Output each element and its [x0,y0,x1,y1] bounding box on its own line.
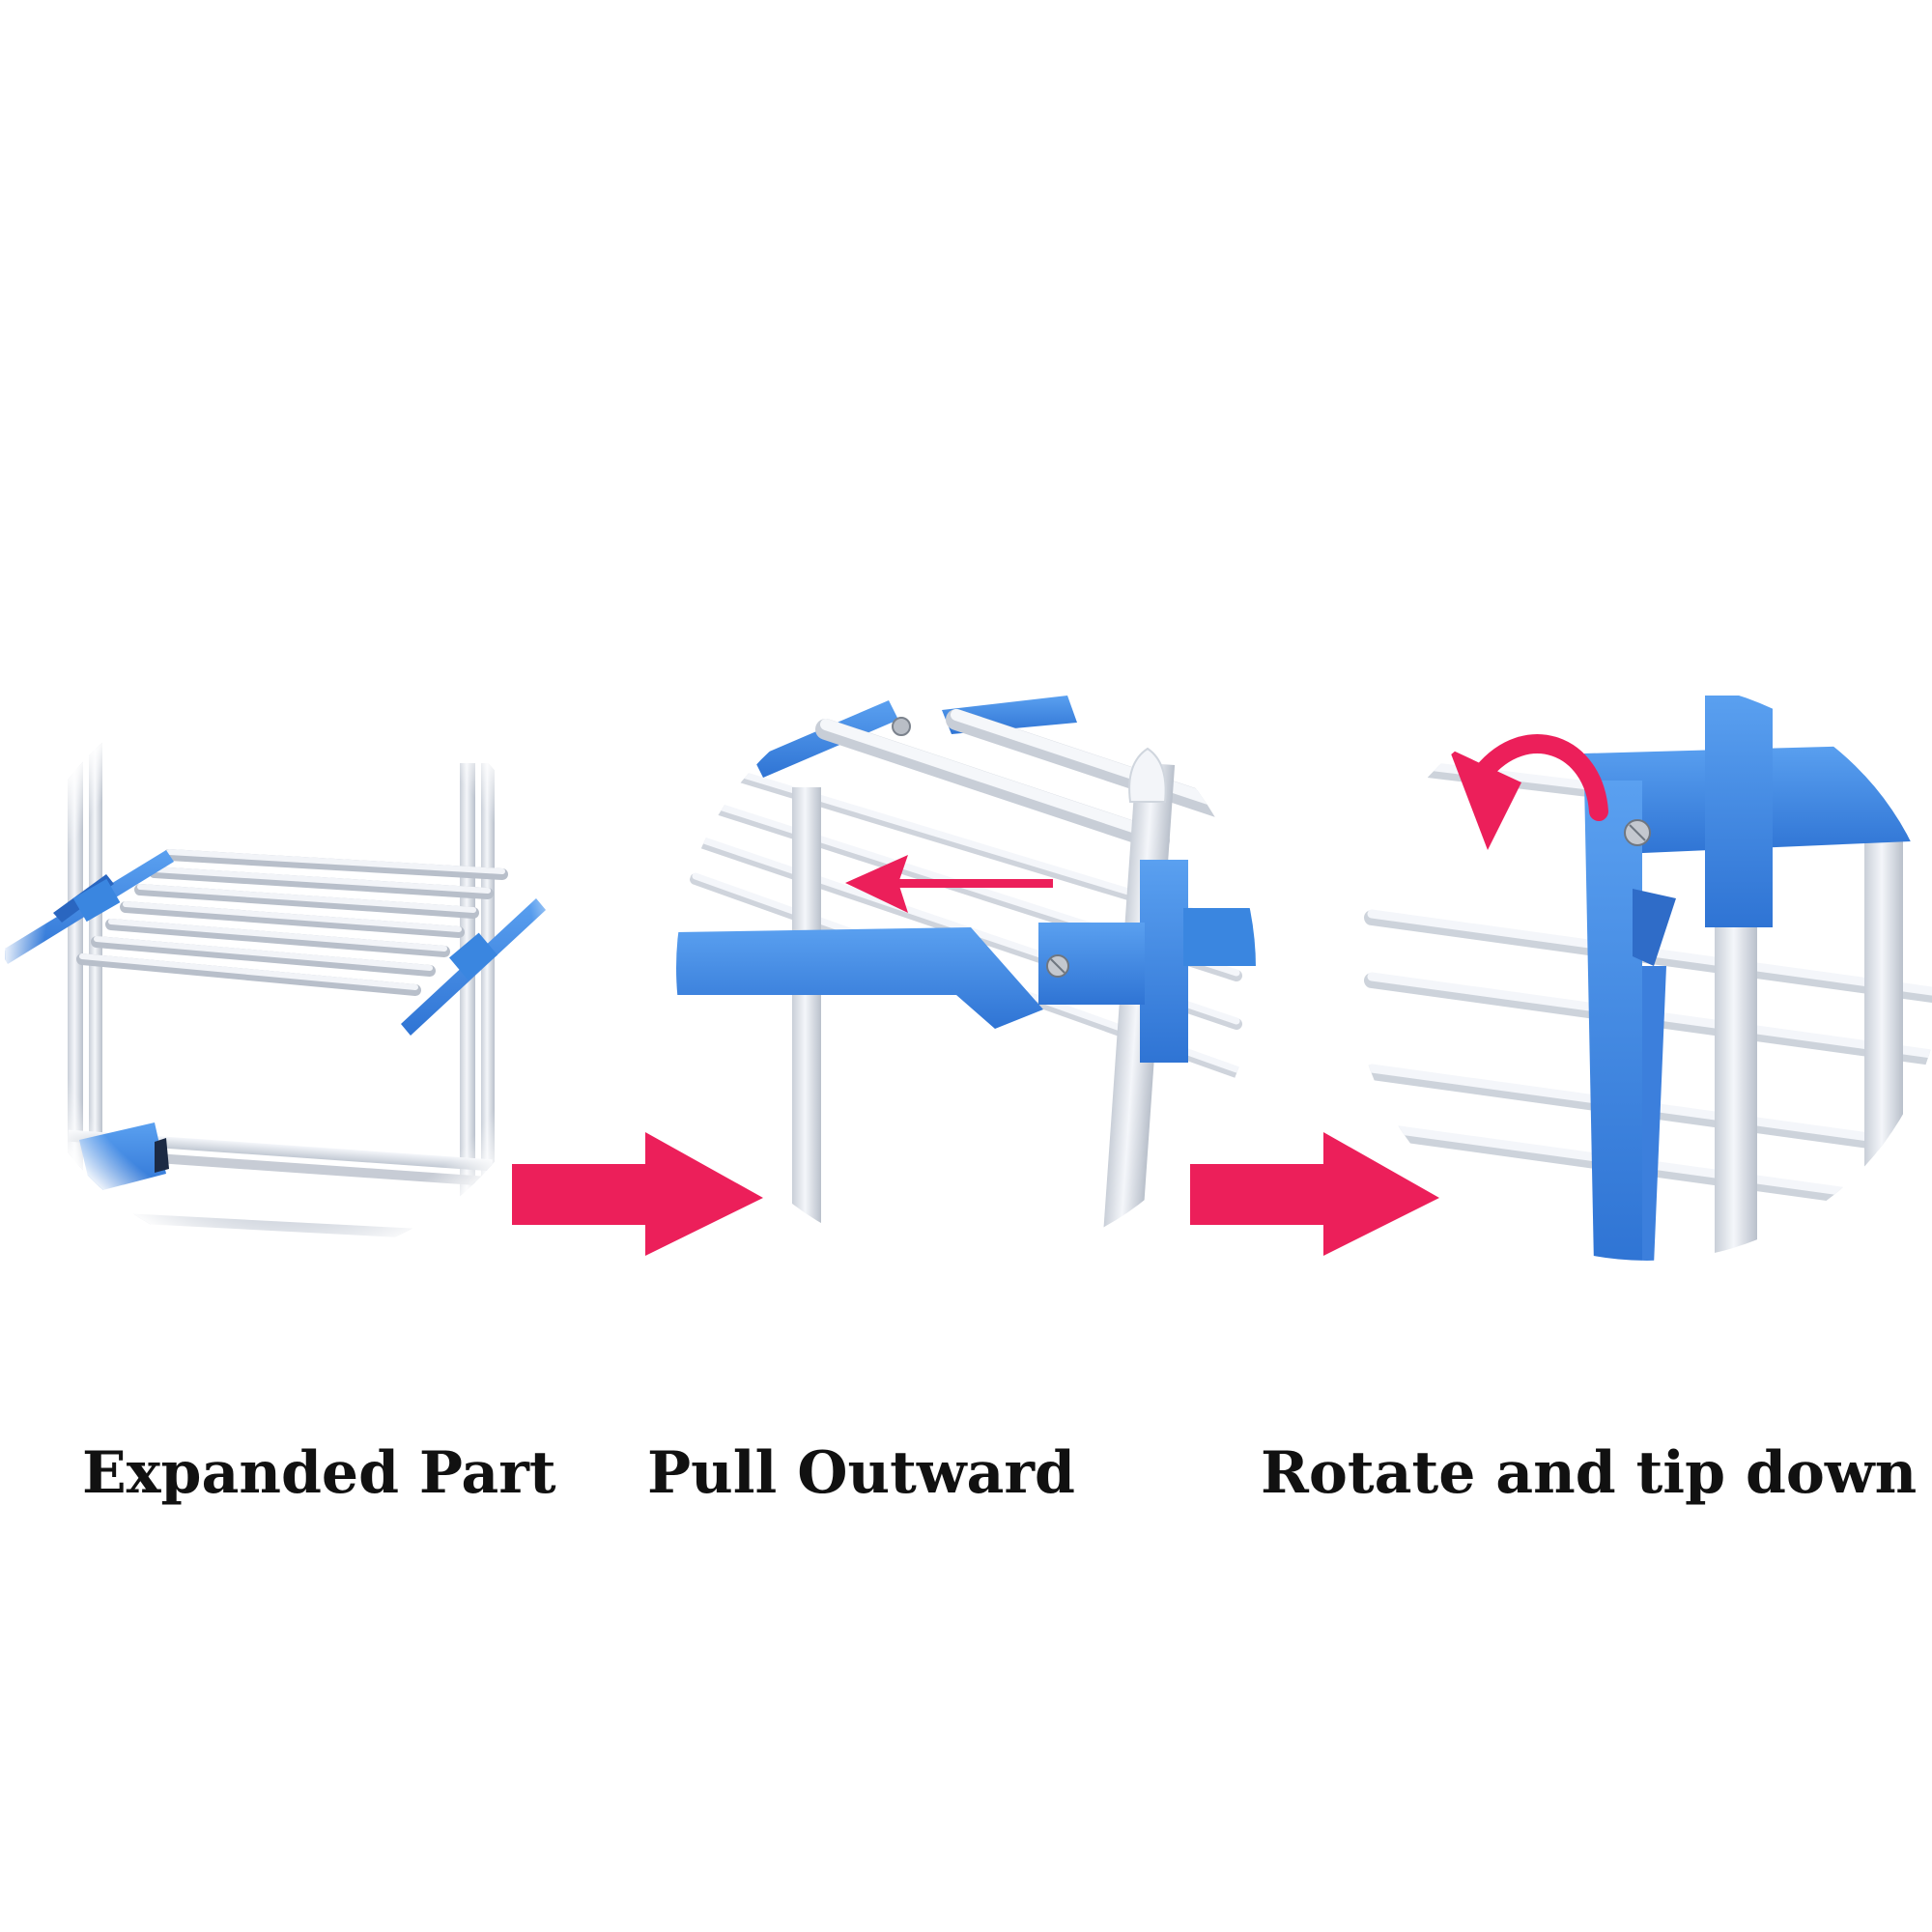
expanded-part-photo [5,671,565,1261]
arrow-left-icon [845,855,1053,913]
curved-arrow-icon [1449,734,1608,850]
pull-outward-photo [676,673,1256,1263]
arrow-right-icon [512,1132,763,1256]
screw-icon [892,717,911,736]
step-1-caption: Expanded Part [82,1439,556,1507]
step-3-caption: Rotate and tip down [1261,1439,1918,1507]
step-2-caption: Pull Outward [647,1439,1075,1507]
rotate-and-tip-down-photo [1352,681,1932,1261]
arrow-right-icon [1190,1132,1439,1256]
